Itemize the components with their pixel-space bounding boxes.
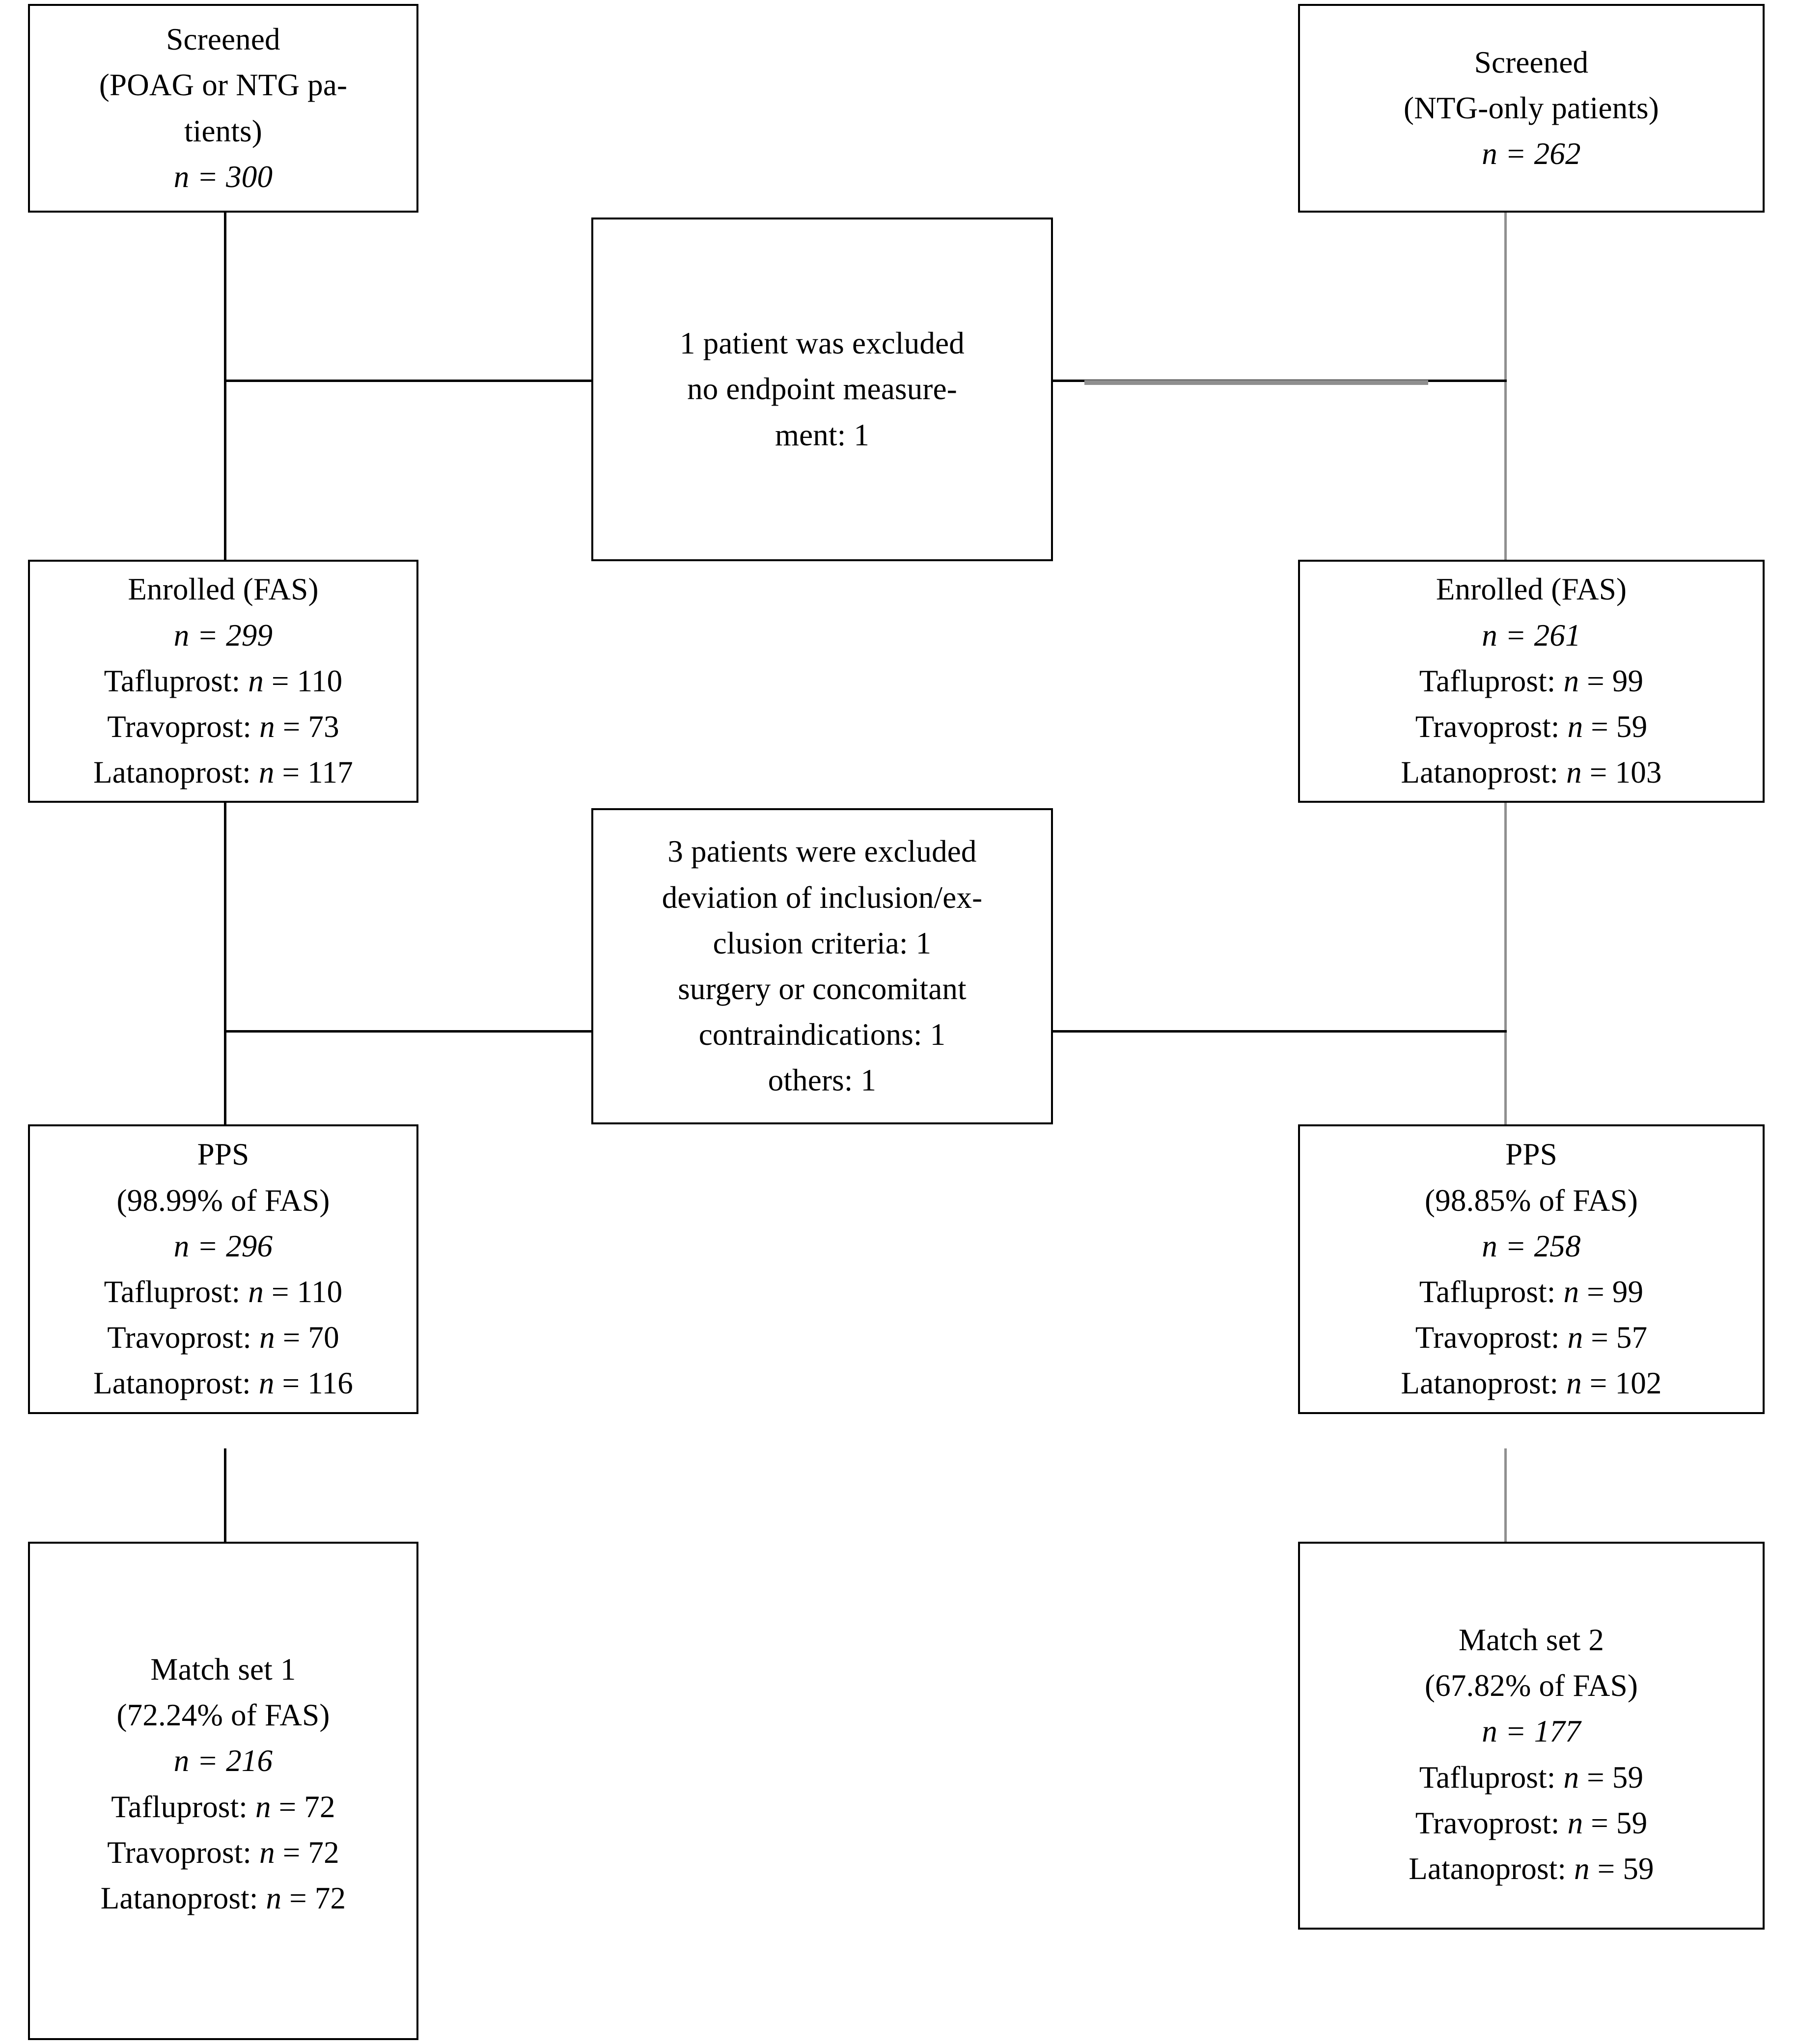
- left-match-set-arm-tafluprost: Tafluprost: n = 72: [111, 1789, 335, 1824]
- right-pps-percent: (98.85% of FAS): [1424, 1183, 1638, 1218]
- node-right-pps[interactable]: PPS (98.85% of FAS) n = 258 Tafluprost: …: [1298, 1124, 1765, 1414]
- right-enrolled-arm-travoprost: Travoprost: n = 59: [1415, 709, 1648, 744]
- exclusion-2-line-3: clusion criteria: 1: [713, 926, 932, 960]
- left-match-set-percent: (72.24% of FAS): [116, 1698, 330, 1733]
- left-pps-percent: (98.99% of FAS): [116, 1183, 330, 1218]
- left-enrolled-arm-tafluprost: Tafluprost: n = 110: [104, 663, 343, 698]
- left-screened-subtitle-cont: tients): [184, 113, 262, 148]
- left-pps-title: PPS: [197, 1137, 249, 1172]
- left-enrolled-arm-latanoprost: Latanoprost: n = 117: [93, 755, 353, 790]
- right-pps-arm-latanoprost: Latanoprost: n = 102: [1401, 1366, 1662, 1401]
- node-left-pps[interactable]: PPS (98.99% of FAS) n = 296 Tafluprost: …: [28, 1124, 418, 1414]
- right-enrolled-arm-tafluprost: Tafluprost: n = 99: [1419, 663, 1644, 698]
- left-pps-arm-latanoprost: Latanoprost: n = 116: [93, 1366, 353, 1401]
- right-enrolled-title: Enrolled (FAS): [1436, 572, 1627, 607]
- node-exclusion-2[interactable]: 3 patients were excluded deviation of in…: [591, 808, 1053, 1124]
- exclusion-1-line-1: 1 patient was excluded: [680, 326, 965, 361]
- right-enrolled-arm-latanoprost: Latanoprost: n = 103: [1401, 755, 1662, 790]
- node-left-match-set[interactable]: Match set 1 (72.24% of FAS) n = 216 Tafl…: [28, 1542, 418, 2040]
- right-pps-n: n = 258: [1482, 1228, 1581, 1263]
- right-enrolled-n: n = 261: [1482, 618, 1581, 653]
- left-pps-arm-tafluprost: Tafluprost: n = 110: [104, 1275, 343, 1309]
- right-match-set-arm-latanoprost: Latanoprost: n = 59: [1409, 1852, 1654, 1886]
- connector-right-pps-to-matchset: [1504, 1448, 1507, 1547]
- right-match-set-n: n = 177: [1482, 1714, 1581, 1749]
- left-enrolled-arm-travoprost: Travoprost: n = 73: [107, 709, 339, 744]
- left-match-set-title: Match set 1: [150, 1652, 296, 1687]
- node-right-enrolled[interactable]: Enrolled (FAS) n = 261 Tafluprost: n = 9…: [1298, 560, 1765, 803]
- exclusion-2-line-6: others: 1: [768, 1063, 877, 1098]
- left-enrolled-title: Enrolled (FAS): [128, 572, 319, 607]
- connector-left-to-exclusion-2: [224, 1030, 591, 1033]
- left-match-set-n: n = 216: [173, 1744, 273, 1778]
- right-match-set-title: Match set 2: [1458, 1623, 1604, 1657]
- connector-exclusion-1-to-right-faded: [1084, 380, 1428, 385]
- connector-right-screened-to-enrolled: [1504, 211, 1507, 570]
- connector-left-screened-to-enrolled: [224, 211, 226, 570]
- connector-right-enrolled-to-pps: [1504, 803, 1507, 1414]
- exclusion-2-line-1: 3 patients were excluded: [667, 834, 977, 869]
- exclusion-1-line-2: no endpoint measure-: [687, 372, 957, 407]
- left-screened-subtitle: (POAG or NTG pa-: [99, 68, 348, 103]
- exclusion-2-line-2: deviation of inclusion/ex-: [662, 880, 983, 915]
- node-left-screened[interactable]: Screened (POAG or NTG pa- tients) n = 30…: [28, 4, 418, 213]
- right-match-set-arm-travoprost: Travoprost: n = 59: [1415, 1805, 1648, 1840]
- node-right-screened[interactable]: Screened (NTG-only patients) n = 262: [1298, 4, 1765, 213]
- exclusion-2-line-5: contraindications: 1: [698, 1017, 946, 1052]
- connector-exclusion-2-to-right: [1051, 1030, 1507, 1033]
- right-pps-arm-tafluprost: Tafluprost: n = 99: [1419, 1275, 1644, 1309]
- right-screened-subtitle: (NTG-only patients): [1404, 90, 1659, 125]
- left-match-set-arm-travoprost: Travoprost: n = 72: [107, 1835, 339, 1870]
- left-match-set-arm-latanoprost: Latanoprost: n = 72: [100, 1881, 346, 1916]
- node-left-enrolled[interactable]: Enrolled (FAS) n = 299 Tafluprost: n = 1…: [28, 560, 418, 803]
- right-screened-title: Screened: [1474, 45, 1589, 80]
- left-enrolled-n: n = 299: [173, 618, 273, 653]
- right-pps-arm-travoprost: Travoprost: n = 57: [1415, 1320, 1648, 1355]
- connector-left-enrolled-to-pps: [224, 803, 226, 1414]
- right-match-set-arm-tafluprost: Tafluprost: n = 59: [1419, 1760, 1644, 1795]
- exclusion-2-line-4: surgery or concomitant: [678, 972, 967, 1006]
- left-screened-n: n = 300: [173, 159, 273, 194]
- right-screened-n: n = 262: [1482, 136, 1581, 171]
- node-right-match-set[interactable]: Match set 2 (67.82% of FAS) n = 177 Tafl…: [1298, 1542, 1765, 1930]
- connector-left-to-exclusion-1: [224, 380, 591, 382]
- right-match-set-percent: (67.82% of FAS): [1424, 1668, 1638, 1703]
- node-exclusion-1[interactable]: 1 patient was excluded no endpoint measu…: [591, 218, 1053, 561]
- left-pps-n: n = 296: [173, 1228, 273, 1263]
- left-screened-title: Screened: [166, 22, 280, 57]
- left-pps-arm-travoprost: Travoprost: n = 70: [107, 1320, 339, 1355]
- exclusion-1-line-3: ment: 1: [775, 417, 870, 452]
- connector-left-pps-to-matchset: [224, 1448, 226, 1547]
- right-pps-title: PPS: [1505, 1137, 1557, 1172]
